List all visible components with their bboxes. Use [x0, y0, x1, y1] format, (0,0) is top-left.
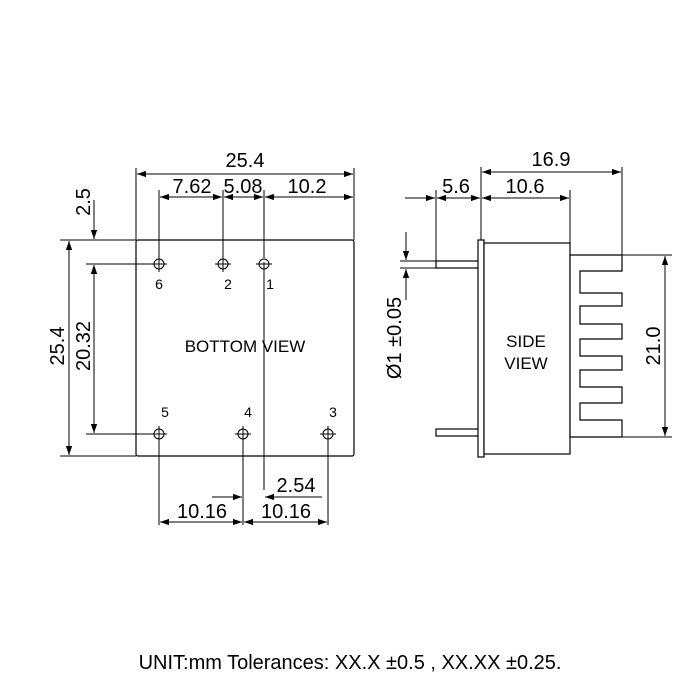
dim-pin-spacing-a: 7.62 — [173, 176, 212, 198]
dim-lead-length: 5.6 — [442, 176, 470, 198]
top-lead — [435, 260, 482, 269]
pin-label-1: 1 — [266, 276, 274, 292]
pin-label-2: 2 — [224, 276, 232, 292]
pin-2 — [215, 256, 231, 272]
bottom-lead — [435, 428, 482, 437]
bottom-view-body — [135, 239, 355, 457]
dim-overall-length: 16.9 — [532, 149, 571, 171]
pin-label-3: 3 — [329, 404, 337, 420]
dim-row-spacing: 20.32 — [73, 321, 95, 371]
heat-sink — [569, 254, 623, 438]
dim-top-offset: 2.5 — [73, 188, 95, 216]
unit-tolerance-note: UNIT:mm Tolerances: XX.X ±0.5 , XX.XX ±0… — [138, 652, 562, 674]
pin-4 — [235, 426, 251, 442]
dim-body-length: 10.6 — [506, 176, 545, 198]
dim-bottom-width: 25.4 — [226, 150, 265, 172]
dim-pin-diameter: Ø1 ±0.05 — [384, 297, 406, 379]
flange — [477, 239, 485, 458]
dim-pin-spacing-b: 5.08 — [224, 176, 263, 198]
bottom-view-label: BOTTOM VIEW — [185, 337, 306, 356]
pin-label-4: 4 — [244, 404, 252, 420]
pin-label-6: 6 — [155, 276, 163, 292]
pin-label-5: 5 — [161, 404, 169, 420]
dim-pin-offset: 2.54 — [277, 475, 316, 497]
pin-6 — [151, 256, 167, 272]
pin-3 — [320, 426, 336, 442]
dim-pin-spacing-c: 10.2 — [288, 176, 327, 198]
side-view: SIDE VIEW 16.9 5.6 10.6 Ø1 ±0.05 21.0 — [384, 149, 672, 458]
dim-bottom-spacing-a: 10.16 — [177, 501, 227, 523]
pin-1 — [256, 258, 272, 270]
side-view-label-line1: SIDE — [506, 332, 546, 351]
pin-5 — [151, 426, 167, 442]
bottom-view: 6 2 1 5 4 3 BOTTOM VIEW 25.4 7.62 5.08 1… — [47, 150, 355, 526]
dim-bottom-spacing-b: 10.16 — [261, 501, 311, 523]
dim-side-height: 21.0 — [643, 327, 665, 366]
side-view-label-line2: VIEW — [504, 354, 547, 373]
dim-bottom-height: 25.4 — [47, 327, 69, 366]
